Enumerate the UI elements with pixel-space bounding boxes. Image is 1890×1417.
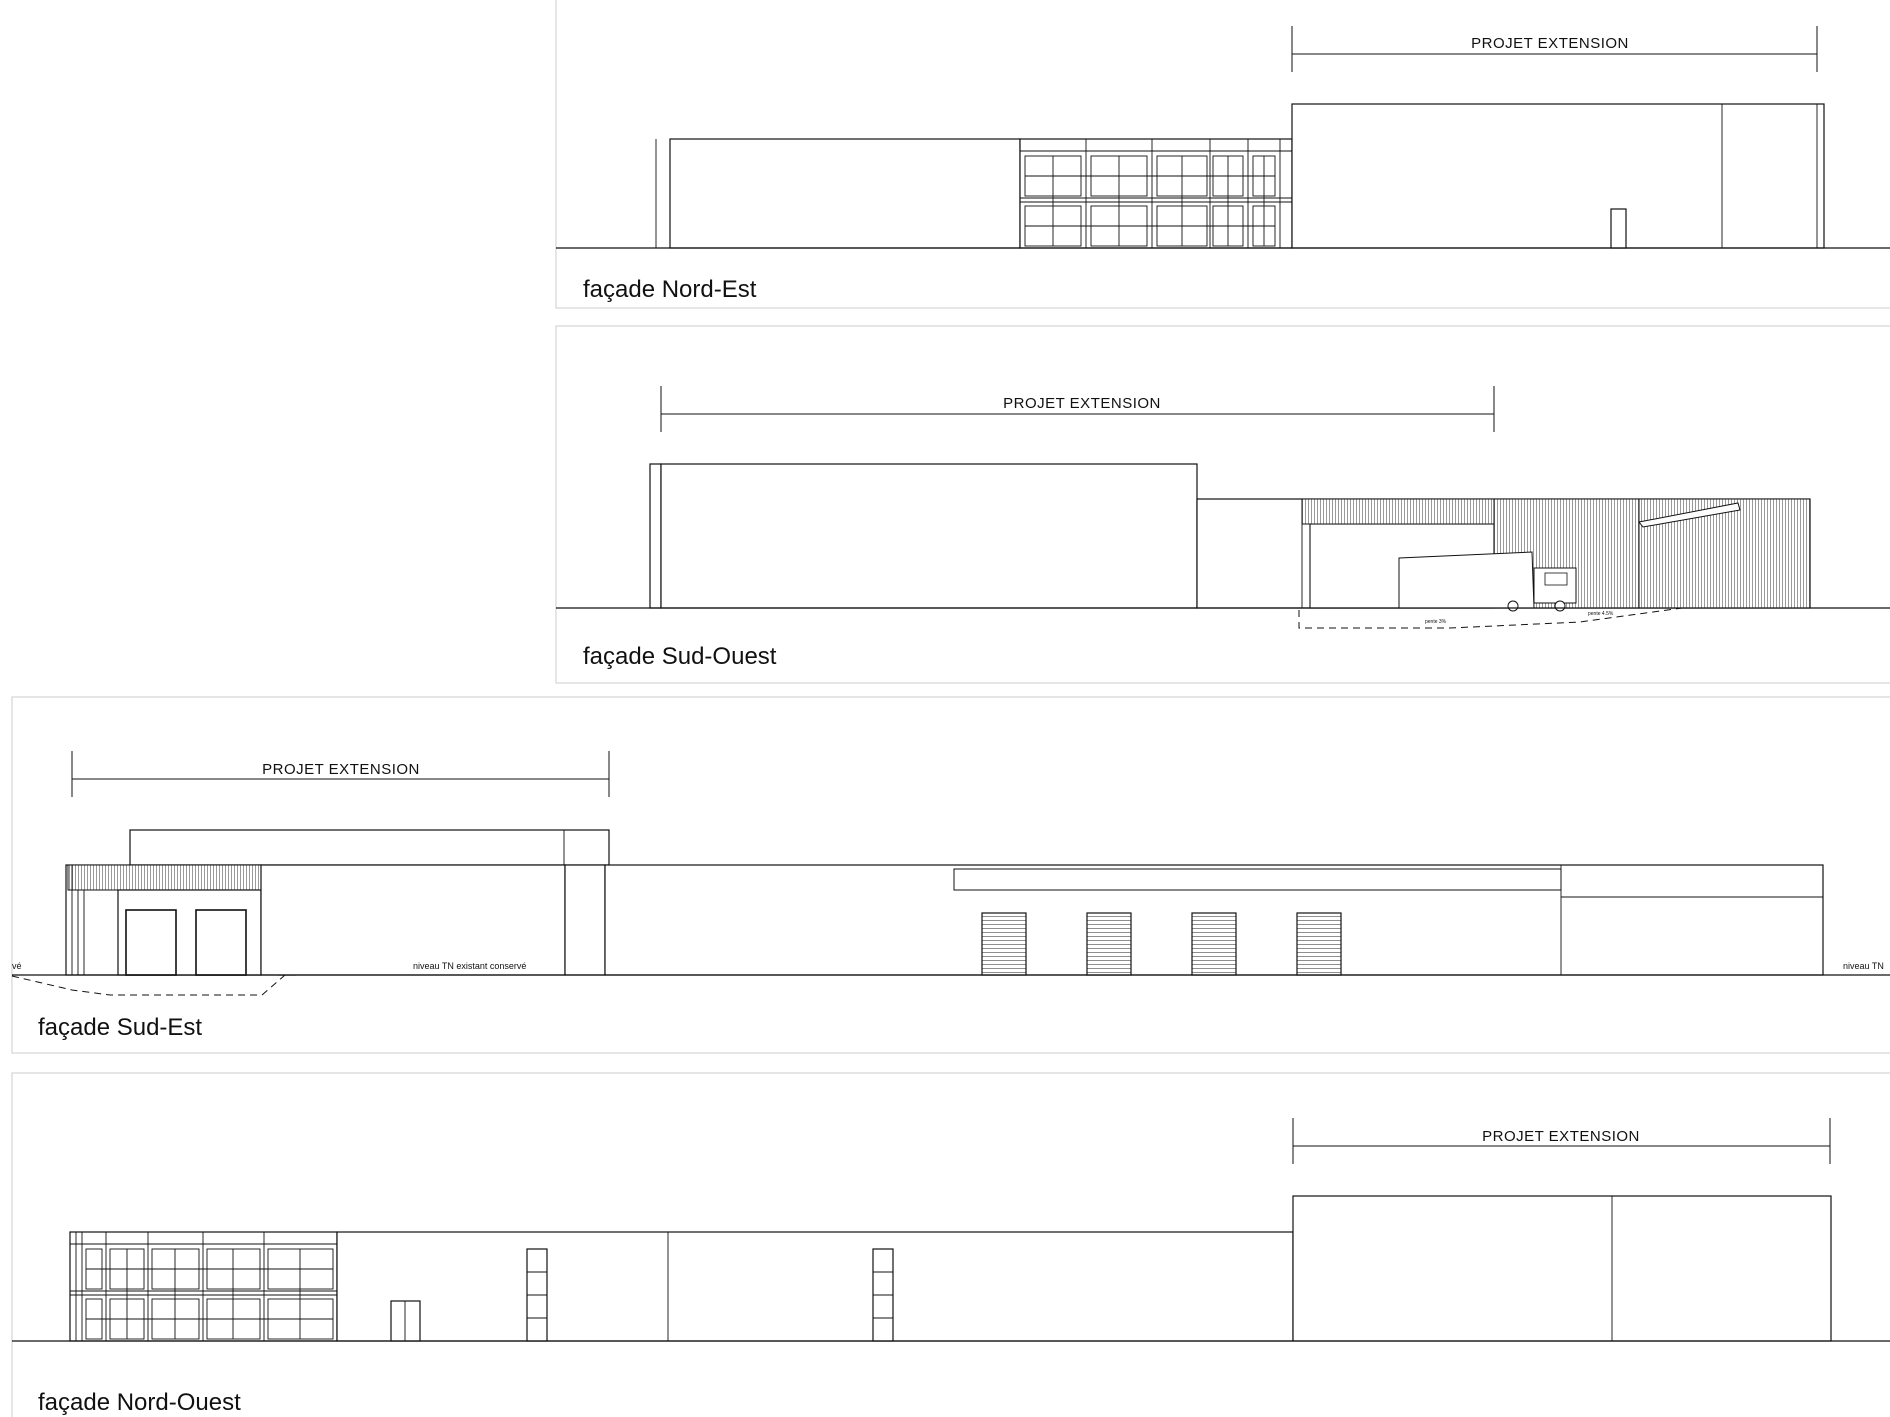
plain-wall-end xyxy=(564,864,606,976)
extension-label: PROJET EXTENSION xyxy=(1471,35,1629,52)
extension-dimension: PROJET EXTENSION xyxy=(660,386,1495,432)
glazed-office-facade xyxy=(1019,138,1293,249)
window-stack xyxy=(526,1248,548,1342)
slope-note-right: pente 4.5% xyxy=(1588,611,1614,617)
ramp-profile xyxy=(1298,607,1683,629)
facade-title: façade Nord-Ouest xyxy=(38,1389,241,1416)
window-stack xyxy=(872,1248,894,1342)
sectional-doors xyxy=(981,912,1342,976)
facade-title: façade Sud-Est xyxy=(38,1014,202,1041)
glazed-office-facade xyxy=(69,1231,338,1342)
tn-note: niveau TN existant conservé xyxy=(413,961,526,971)
existing-block-cladding xyxy=(336,1231,1294,1342)
roof-band xyxy=(953,868,1562,891)
extension-dimension: PROJET EXTENSION xyxy=(1292,1118,1831,1164)
loading-dock-doors xyxy=(125,909,247,976)
facade-nord-ouest-panel: PROJET EXTENSION xyxy=(11,1072,1890,1417)
service-door xyxy=(1610,208,1627,249)
facade-title: façade Nord-Est xyxy=(583,276,757,303)
existing-block-cladding xyxy=(669,138,1021,249)
extension-block-cladding xyxy=(1291,103,1825,249)
tn-note-right: niveau TN xyxy=(1843,961,1884,971)
ramp-profile xyxy=(11,974,286,996)
end-post xyxy=(649,463,662,609)
extension-dimension: PROJET EXTENSION xyxy=(71,751,610,797)
extension-upper-cladding xyxy=(129,829,610,866)
office-frame xyxy=(1019,138,1293,249)
facade-title: façade Sud-Ouest xyxy=(583,643,777,670)
facade-sud-ouest-panel: PROJET EXTENSION pente 3% pente 4.5% xyxy=(555,325,1890,684)
extension-label: PROJET EXTENSION xyxy=(1003,395,1161,412)
extension-label: PROJET EXTENSION xyxy=(262,761,420,778)
extension-block-cladding xyxy=(1292,1195,1832,1342)
tn-note-left: vé xyxy=(12,961,22,971)
facade-sud-est-panel: PROJET EXTENSION vé nive xyxy=(11,696,1890,1054)
truck-icon xyxy=(1398,551,1577,612)
plain-wall xyxy=(260,864,566,976)
double-door xyxy=(390,1300,421,1342)
canopy xyxy=(1638,498,1811,609)
slope-note: pente 3% xyxy=(1425,619,1447,625)
extension-block-cladding xyxy=(660,463,1198,609)
facade-nord-est-panel: PROJET EXTENSION xyxy=(555,0,1890,309)
extension-dimension: PROJET EXTENSION xyxy=(1291,26,1818,72)
extension-label: PROJET EXTENSION xyxy=(1482,1128,1640,1145)
